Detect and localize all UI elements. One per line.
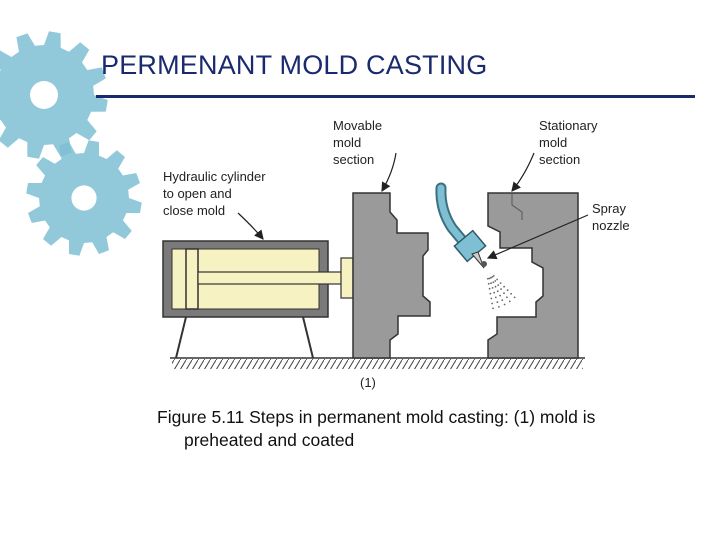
spray-droplet xyxy=(508,300,511,303)
spray-mist xyxy=(487,275,516,310)
spray-droplet xyxy=(496,301,499,304)
hydraulic-cylinder xyxy=(162,240,354,318)
movable-mold-section xyxy=(352,192,431,359)
stationary-mold-section xyxy=(487,192,579,359)
label-spray-nozzle: Spray nozzle xyxy=(592,201,630,233)
label-line: section xyxy=(539,152,580,167)
title-underline xyxy=(96,95,695,98)
spray-droplet xyxy=(494,280,497,282)
label-line: to open and xyxy=(163,186,232,201)
cylinder-support xyxy=(175,316,314,359)
spray-droplet xyxy=(503,303,506,306)
spray-droplet xyxy=(510,292,512,295)
spray-droplet xyxy=(498,306,500,308)
step-label: (1) xyxy=(360,375,376,390)
label-line: mold xyxy=(333,135,361,150)
spray-droplet xyxy=(497,284,500,286)
spray-droplet xyxy=(506,296,508,299)
stationary-mold-detail xyxy=(511,193,523,220)
spray-droplet xyxy=(494,296,497,299)
ground-base xyxy=(170,357,585,369)
spray-droplet xyxy=(494,285,497,288)
spray-droplet xyxy=(503,285,505,288)
arrow-hydraulic xyxy=(237,212,264,240)
spray-droplet xyxy=(491,276,494,278)
slide-title: PERMENANT MOLD CASTING xyxy=(101,50,488,80)
gear-icon xyxy=(26,140,142,256)
spray-droplet xyxy=(501,299,504,301)
label-stationary-mold: Stationary mold section xyxy=(539,118,601,167)
label-hydraulic-cylinder: Hydraulic cylinder to open and close mol… xyxy=(163,169,269,218)
spray-nozzle-assembly xyxy=(435,182,487,269)
spray-droplet xyxy=(487,277,489,280)
label-line: close mold xyxy=(163,203,225,218)
spray-droplet xyxy=(490,297,493,300)
label-line: section xyxy=(333,152,374,167)
spray-droplet xyxy=(492,281,495,284)
spray-droplet xyxy=(490,276,492,279)
gear-icon xyxy=(0,31,108,159)
label-line: Movable xyxy=(333,118,382,133)
spray-droplet xyxy=(488,277,491,280)
spray-droplet xyxy=(493,291,496,294)
spray-droplet xyxy=(513,296,516,299)
label-line: Stationary xyxy=(539,118,598,133)
spray-droplet xyxy=(506,289,509,292)
spray-droplet xyxy=(492,275,495,277)
spray-droplet xyxy=(499,294,501,297)
piston xyxy=(185,248,199,310)
piston-rod xyxy=(197,271,343,285)
spray-droplet xyxy=(492,307,494,310)
spray-droplet xyxy=(496,290,499,293)
arrow-stationary xyxy=(511,152,535,192)
spray-droplet xyxy=(503,292,505,295)
spray-droplet xyxy=(490,282,492,285)
spray-droplet xyxy=(500,288,502,290)
label-line: Spray xyxy=(592,201,626,216)
spray-droplet xyxy=(499,282,502,284)
label-line: mold xyxy=(539,135,567,150)
caption-line-2: preheated and coated xyxy=(184,430,355,450)
arrow-movable xyxy=(381,152,397,193)
label-movable-mold: Movable mold section xyxy=(333,118,386,167)
label-line: Hydraulic cylinder xyxy=(163,169,266,184)
label-line: nozzle xyxy=(592,218,630,233)
spray-droplet xyxy=(496,278,498,281)
spray-droplet xyxy=(489,292,492,295)
spray-droplet xyxy=(491,302,493,305)
spray-droplet xyxy=(488,287,491,290)
spray-droplet xyxy=(487,282,490,285)
leader-arrows xyxy=(237,152,589,260)
caption-line-1: Figure 5.11 Steps in permanent mold cast… xyxy=(157,407,596,427)
arrow-spray xyxy=(486,214,589,260)
figure-caption: Figure 5.11 Steps in permanent mold cast… xyxy=(157,406,697,452)
gear-decoration xyxy=(0,31,142,256)
spray-droplet xyxy=(491,287,494,289)
permanent-mold-diagram: Movable mold section Stationary mold sec… xyxy=(162,118,630,390)
